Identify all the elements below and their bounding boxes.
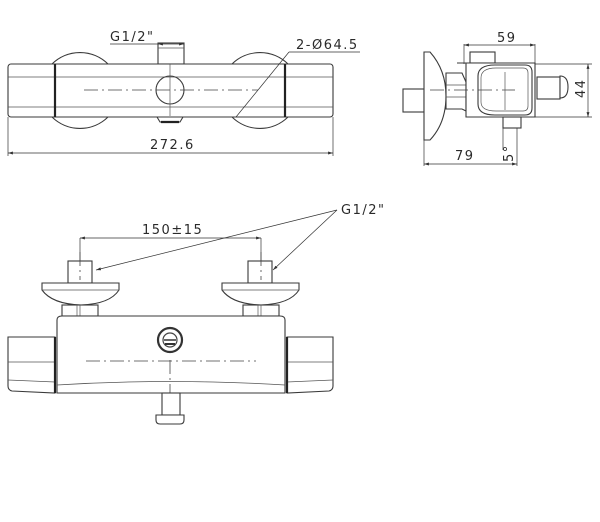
side-angle-label: 5°: [502, 144, 517, 162]
front-right-escutcheon: [221, 282, 300, 306]
front-inlet-label: G1/2": [341, 203, 385, 218]
side-depth-bottom-label: 79: [455, 149, 475, 164]
side-wall-stub: [402, 88, 425, 113]
front-left-escutcheon: [41, 282, 120, 306]
top-inlet: [157, 42, 185, 65]
side-knob-stem: [536, 76, 561, 100]
side-hex-nut: [445, 72, 467, 112]
right-escutcheon-arc-top: [231, 52, 289, 65]
side-depth-top-label: 59: [497, 31, 517, 46]
left-escutcheon-arc-bottom: [51, 116, 109, 129]
overall-length-label: 272.6: [150, 138, 195, 153]
front-left-cap: [7, 336, 56, 394]
front-right-inlet: [247, 260, 273, 284]
side-escutcheon: [423, 51, 447, 141]
right-escutcheon-arc-bottom: [231, 116, 289, 129]
centre-distance-label: 150±15: [142, 223, 203, 238]
front-outlet-nut: [155, 414, 185, 425]
front-outlet: [161, 392, 181, 416]
side-handle: [477, 64, 533, 116]
left-escutcheon-arc-top: [51, 52, 109, 65]
top-view: G1/2" 2-Ø64.5 272.6: [7, 30, 360, 156]
front-right-cap: [286, 336, 334, 394]
side-outlet: [502, 116, 522, 129]
escutcheon-diameter-label: 2-Ø64.5: [296, 38, 359, 53]
side-height-label: 44: [574, 78, 589, 98]
side-view: 59 44 5° 79: [402, 31, 592, 166]
front-view: G1/2" 150±15: [7, 203, 385, 425]
side-knob-cap: [559, 75, 569, 99]
top-inlet-label: G1/2": [110, 30, 154, 45]
front-body: [56, 315, 286, 394]
side-inlet: [469, 51, 496, 64]
